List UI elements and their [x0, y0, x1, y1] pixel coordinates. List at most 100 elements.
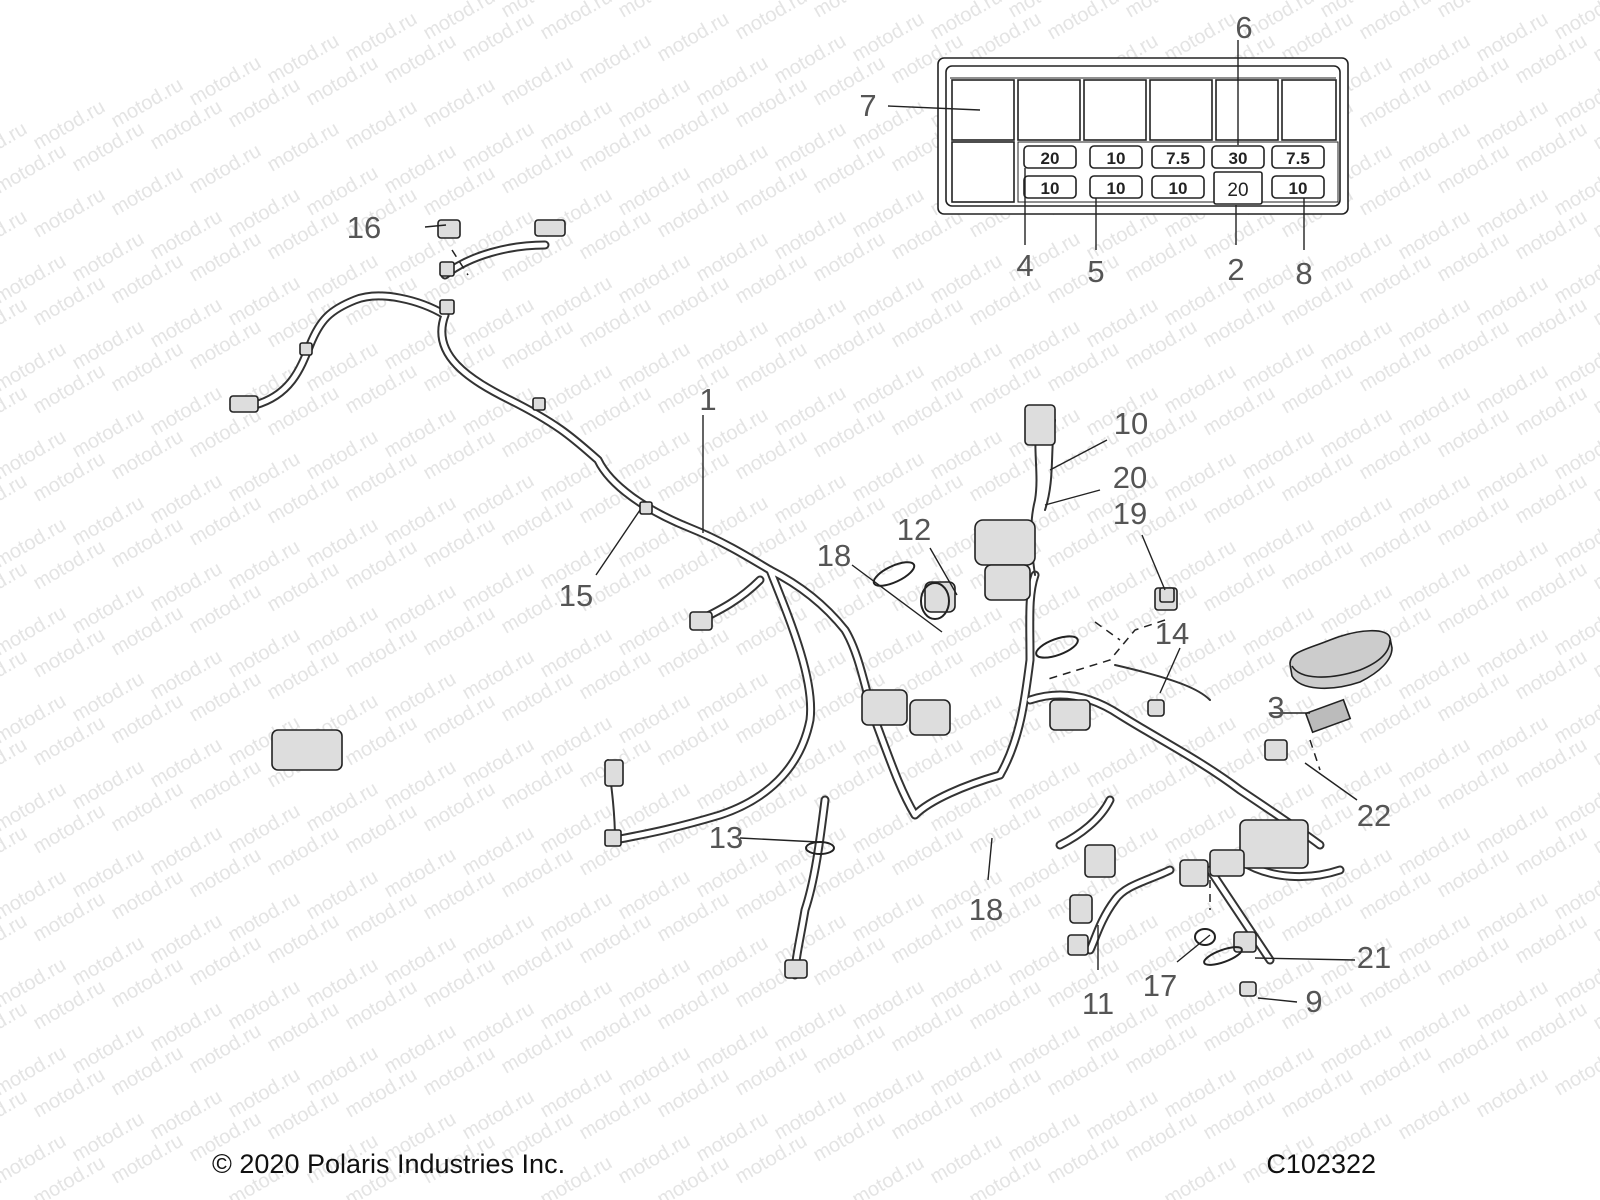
clip: [439, 299, 455, 315]
callout-1: 1: [699, 382, 716, 417]
fuse-rating: 10: [1169, 179, 1188, 198]
fuse-rating: 10: [1107, 149, 1126, 168]
watermark-text: motod.ru: [1473, 1064, 1552, 1123]
watermark-text: motod.ru: [420, 74, 499, 133]
connector: [924, 581, 956, 613]
callout-21: 21: [1357, 940, 1391, 975]
watermark-text: motod.ru: [1551, 1042, 1600, 1101]
module: [984, 564, 1031, 601]
connector: [604, 829, 622, 847]
watermark-text: motod.ru: [0, 470, 31, 529]
callout-15: 15: [559, 578, 593, 613]
connector: [861, 689, 908, 726]
fuse-rating: 7.5: [1286, 149, 1310, 168]
connector: [689, 611, 713, 631]
callout-18: 18: [969, 892, 1003, 927]
fuse-rating: 10: [1041, 179, 1060, 198]
watermark-text: motod.ru: [537, 0, 616, 44]
connector: [1049, 699, 1091, 731]
module: [974, 519, 1036, 566]
callout-19: 19: [1113, 496, 1147, 531]
connector: [604, 759, 624, 787]
watermark-text: motod.ru: [654, 8, 733, 67]
connector: [909, 699, 951, 736]
watermark-text: motod.ru: [1122, 0, 1201, 22]
callout-5: 5: [1087, 254, 1104, 289]
watermark-text: motod.ru: [849, 1152, 928, 1200]
callout-labels: 1 2 3 4 5 6 7 8 9 10 11 12 13 14 15 16 1…: [347, 10, 1391, 1021]
watermark-text: motod.ru: [810, 0, 889, 22]
fuse-rating: 20: [1041, 149, 1060, 168]
clip: [299, 342, 313, 356]
fuse-ratings: 20 10 7.5 30 7.5 10 10 10 20 10: [1041, 149, 1310, 201]
watermark-text: motod.ru: [342, 96, 421, 155]
watermark-text: motod.ru: [30, 184, 109, 243]
leader-lines: [424, 40, 1358, 1003]
callout-11: 11: [1082, 986, 1114, 1021]
fuse-rating: 7.5: [1166, 149, 1190, 168]
callout-4: 4: [1016, 248, 1033, 283]
callout-16: 16: [347, 210, 381, 245]
watermark-text: motod.ru: [1044, 0, 1123, 44]
callout-9: 9: [1305, 984, 1322, 1019]
callout-22: 22: [1357, 798, 1391, 833]
callout-13: 13: [709, 820, 743, 855]
watermark-text: motod.ru: [0, 910, 31, 969]
callout-8: 8: [1295, 256, 1312, 291]
fuse-relay-module: [1239, 819, 1309, 869]
watermark-text: motod.ru: [108, 162, 187, 221]
callout-17: 17: [1143, 968, 1177, 1003]
cable-ties: [805, 561, 1243, 966]
connector: [437, 219, 461, 239]
watermark-text: motod.ru: [1356, 0, 1435, 44]
watermark-text: motod.ru: [0, 206, 31, 265]
watermark-text: motod.ru: [0, 294, 31, 353]
connector: [784, 959, 808, 979]
clip: [532, 397, 546, 411]
watermark-text: motod.ru: [264, 118, 343, 177]
watermark-text: motod.ru: [0, 822, 31, 881]
grommet: [1147, 699, 1165, 717]
connector: [534, 219, 566, 237]
connector: [1069, 894, 1093, 924]
watermark-text: motod.ru: [0, 646, 31, 705]
callout-18: 18: [817, 538, 851, 573]
connector: [1209, 849, 1245, 877]
watermark-text: motod.ru: [498, 52, 577, 111]
assembly-dashes: [451, 249, 1321, 910]
watermark-text: motod.ru: [0, 1086, 31, 1145]
callout-14: 14: [1155, 616, 1189, 651]
fuse-rating: 20: [1227, 180, 1248, 201]
connector: [1067, 934, 1089, 956]
connector: [1233, 931, 1257, 953]
callout-6: 6: [1235, 10, 1252, 45]
callout-3: 3: [1267, 690, 1284, 725]
watermark-text: motod.ru: [576, 30, 655, 89]
fuse-cover-assembly: [1289, 629, 1393, 734]
fuse-rating: 10: [1289, 179, 1308, 198]
callout-2: 2: [1227, 252, 1244, 287]
watermark-text: motod.ru: [1434, 0, 1513, 22]
callout-20: 20: [1113, 460, 1147, 495]
clip: [639, 501, 653, 515]
relay-block: [271, 729, 343, 771]
connector: [229, 395, 259, 413]
diagram-id: C102322: [1266, 1149, 1376, 1179]
connector: [1084, 844, 1116, 878]
callout-12: 12: [897, 512, 931, 547]
watermark-text: motod.ru: [615, 0, 694, 22]
watermark-text: motod.ru: [0, 558, 31, 617]
clip: [439, 261, 455, 277]
watermark-text: motod.ru: [732, 0, 811, 44]
copyright-notice: © 2020 Polaris Industries Inc.: [212, 1149, 566, 1179]
grommet: [1159, 587, 1175, 603]
fuse-rating: 10: [1107, 179, 1126, 198]
callout-10: 10: [1114, 406, 1148, 441]
fuse-rating: 30: [1229, 149, 1248, 168]
connector: [1179, 859, 1209, 887]
watermark-text: motod.ru: [1395, 1086, 1474, 1145]
callout-7: 7: [859, 88, 876, 123]
fuse-slots: [1023, 145, 1325, 205]
watermark-text: motod.ru: [0, 734, 31, 793]
